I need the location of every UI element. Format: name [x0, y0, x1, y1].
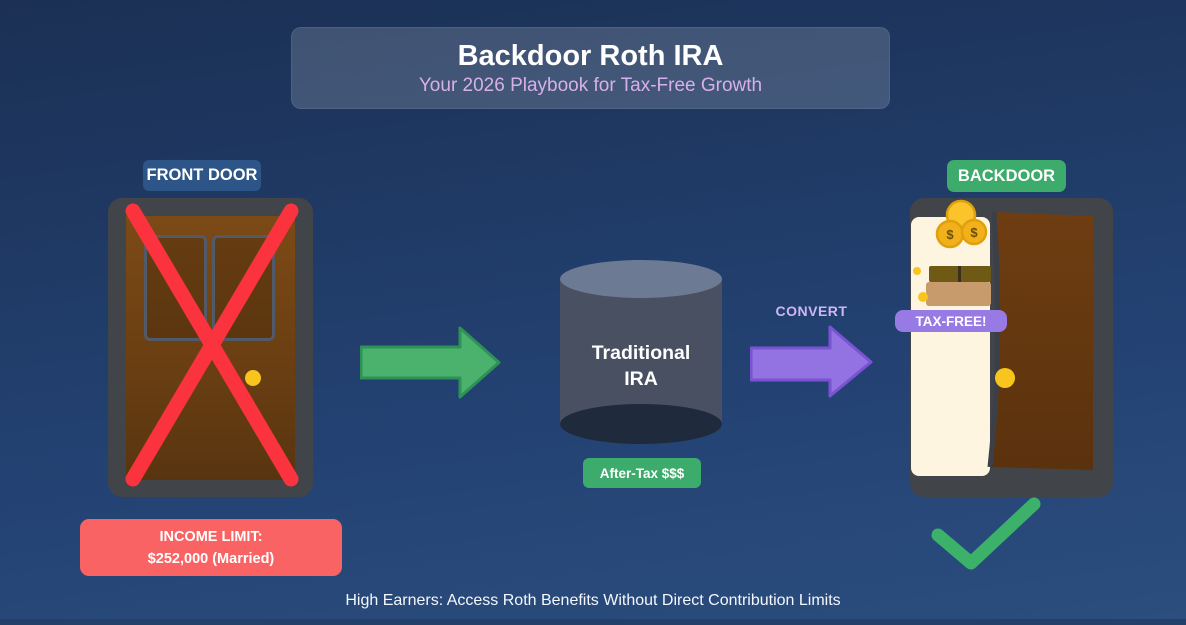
footer-caption: High Earners: Access Roth Benefits Witho… [345, 592, 841, 609]
backdoor-illustration: $ $ [910, 198, 1113, 497]
treasure-chest-body [926, 282, 991, 306]
income-limit-line1: INCOME LIMIT: [159, 528, 263, 545]
front-door-label: FRONT DOOR [143, 160, 261, 191]
sparkle-dot [918, 292, 928, 302]
tax-free-badge: TAX-FREE! [895, 310, 1007, 332]
coin-dollar-symbol: $ [970, 225, 978, 240]
ira-label-line2: IRA [624, 368, 658, 391]
income-limit-badge: INCOME LIMIT: $252,000 (Married) [80, 519, 342, 576]
open-door-icon [987, 211, 1093, 470]
page-title: Backdoor Roth IRA [457, 39, 724, 72]
front-doorknob [245, 370, 261, 386]
traditional-ira-cylinder: Traditional IRA [560, 260, 722, 446]
blocked-x-icon [125, 203, 299, 487]
open-doorway-light [911, 217, 1012, 476]
gold-coins-icon: $ $ [935, 199, 988, 249]
coin-dollar-symbol: $ [946, 227, 954, 242]
ira-label-line1: Traditional [591, 342, 691, 364]
front-door-illustration [108, 198, 313, 497]
success-checkmark-icon [931, 497, 1041, 570]
income-limit-line2: $252,000 (Married) [147, 550, 275, 567]
backdoor-label: BACKDOOR [947, 160, 1066, 192]
treasure-chest-lid [929, 266, 991, 282]
sparkle-dot [913, 267, 921, 275]
traditional-ira-label: Traditional IRA [560, 340, 722, 393]
chest-lid-gap [958, 266, 961, 282]
page-subtitle: Your 2026 Playbook for Tax-Free Growth [418, 74, 763, 96]
after-tax-badge: After-Tax $$$ [583, 458, 701, 488]
convert-label: CONVERT [775, 303, 848, 319]
flow-arrow-green-icon [360, 326, 501, 399]
convert-arrow-purple-icon [750, 325, 873, 398]
bottom-edge-strip [0, 619, 1186, 625]
header-title-box: Backdoor Roth IRA Your 2026 Playbook for… [291, 27, 890, 109]
backdoor-doorknob [995, 368, 1015, 388]
cylinder-icon [560, 260, 722, 444]
